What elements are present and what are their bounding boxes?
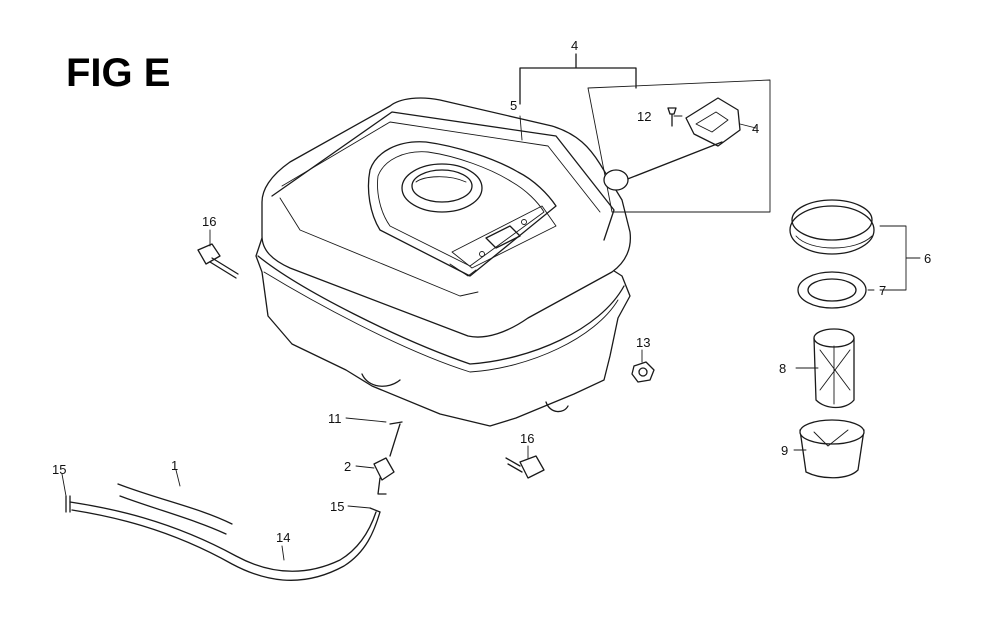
screw-12	[667, 107, 677, 127]
packing-ring	[797, 271, 867, 309]
tube-clip-15-left	[65, 495, 71, 513]
fuel-gauge	[603, 97, 741, 191]
callout-8: 8	[779, 361, 786, 376]
callout-6: 6	[924, 251, 931, 266]
callout-9: 9	[781, 443, 788, 458]
nut-13	[631, 361, 655, 383]
callout-16-upper: 16	[202, 214, 216, 229]
strainer-holder	[799, 419, 865, 479]
callout-2: 2	[344, 459, 351, 474]
callout-1: 1	[171, 458, 178, 473]
callout-15-right: 15	[330, 499, 344, 514]
fuel-tube	[69, 483, 381, 581]
callout-13: 13	[636, 335, 650, 350]
callout-3: 4	[571, 38, 578, 53]
bolt-16-lower	[505, 455, 545, 479]
callout-12: 12	[637, 109, 651, 124]
tube-clip-15-right	[369, 507, 381, 513]
filler-cap	[789, 199, 875, 255]
fuel-cock	[373, 421, 403, 495]
callout-14: 14	[276, 530, 290, 545]
gauge-assembly-frame	[519, 53, 771, 213]
callout-7: 7	[879, 283, 886, 298]
callout-11: 11	[328, 411, 342, 426]
callout-4: 4	[752, 121, 759, 136]
fuel-strainer	[813, 328, 855, 409]
callout-15-left: 15	[52, 462, 66, 477]
figure-title: FIG E	[66, 51, 170, 95]
callout-16-lower: 16	[520, 431, 534, 446]
fuel-tank	[255, 97, 632, 427]
bolt-16-upper	[197, 243, 239, 279]
callout-5: 5	[510, 98, 517, 113]
leader-lines	[61, 115, 921, 561]
callout-labels: 4 5 12 4 6 7 8 9 13 16 16 11 2 15 1 15 1…	[52, 38, 931, 545]
